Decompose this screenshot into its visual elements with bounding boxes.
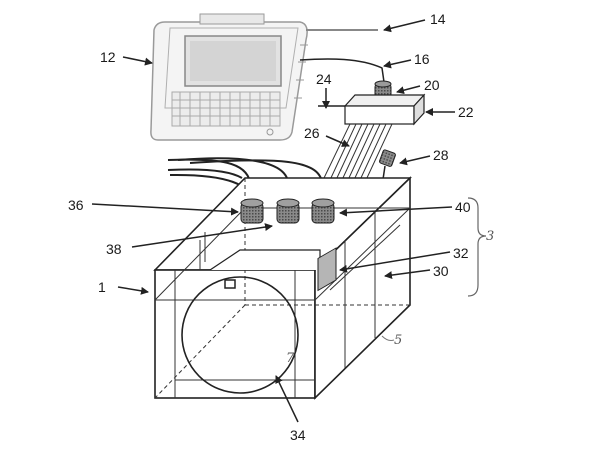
label-3: 3 xyxy=(486,229,494,244)
ribbon-cable-26 xyxy=(323,123,393,181)
label-24: 24 xyxy=(316,71,332,87)
container-box xyxy=(153,176,412,400)
label-5: 5 xyxy=(394,333,402,348)
label-12: 12 xyxy=(100,49,116,65)
label-22: 22 xyxy=(458,104,474,120)
label-26: 26 xyxy=(304,125,320,141)
label-20: 20 xyxy=(424,77,440,93)
label-38: 38 xyxy=(106,241,122,257)
port-38 xyxy=(276,198,300,224)
bracket-3 xyxy=(467,197,487,297)
label-1: 1 xyxy=(98,279,106,295)
label-28: 28 xyxy=(433,147,449,163)
leader-arrows xyxy=(91,19,455,423)
label-30: 30 xyxy=(433,263,449,279)
label-7: 7 xyxy=(286,351,295,366)
label-36: 36 xyxy=(68,197,84,213)
module-22 xyxy=(343,93,426,126)
label-34: 34 xyxy=(290,427,306,443)
label-14: 14 xyxy=(430,11,446,27)
port-36 xyxy=(240,198,264,224)
port-40 xyxy=(311,198,335,224)
label-16: 16 xyxy=(414,51,430,67)
sensor-28 xyxy=(379,149,396,187)
label-40: 40 xyxy=(455,199,471,215)
cable-16 xyxy=(299,58,385,83)
label-32: 32 xyxy=(453,245,469,261)
computer-device xyxy=(150,13,308,141)
leader-5 xyxy=(381,335,395,341)
reference-labels: 14 12 16 20 24 22 26 28 36 40 3 38 32 1 … xyxy=(68,11,494,443)
keyboard xyxy=(171,91,281,127)
